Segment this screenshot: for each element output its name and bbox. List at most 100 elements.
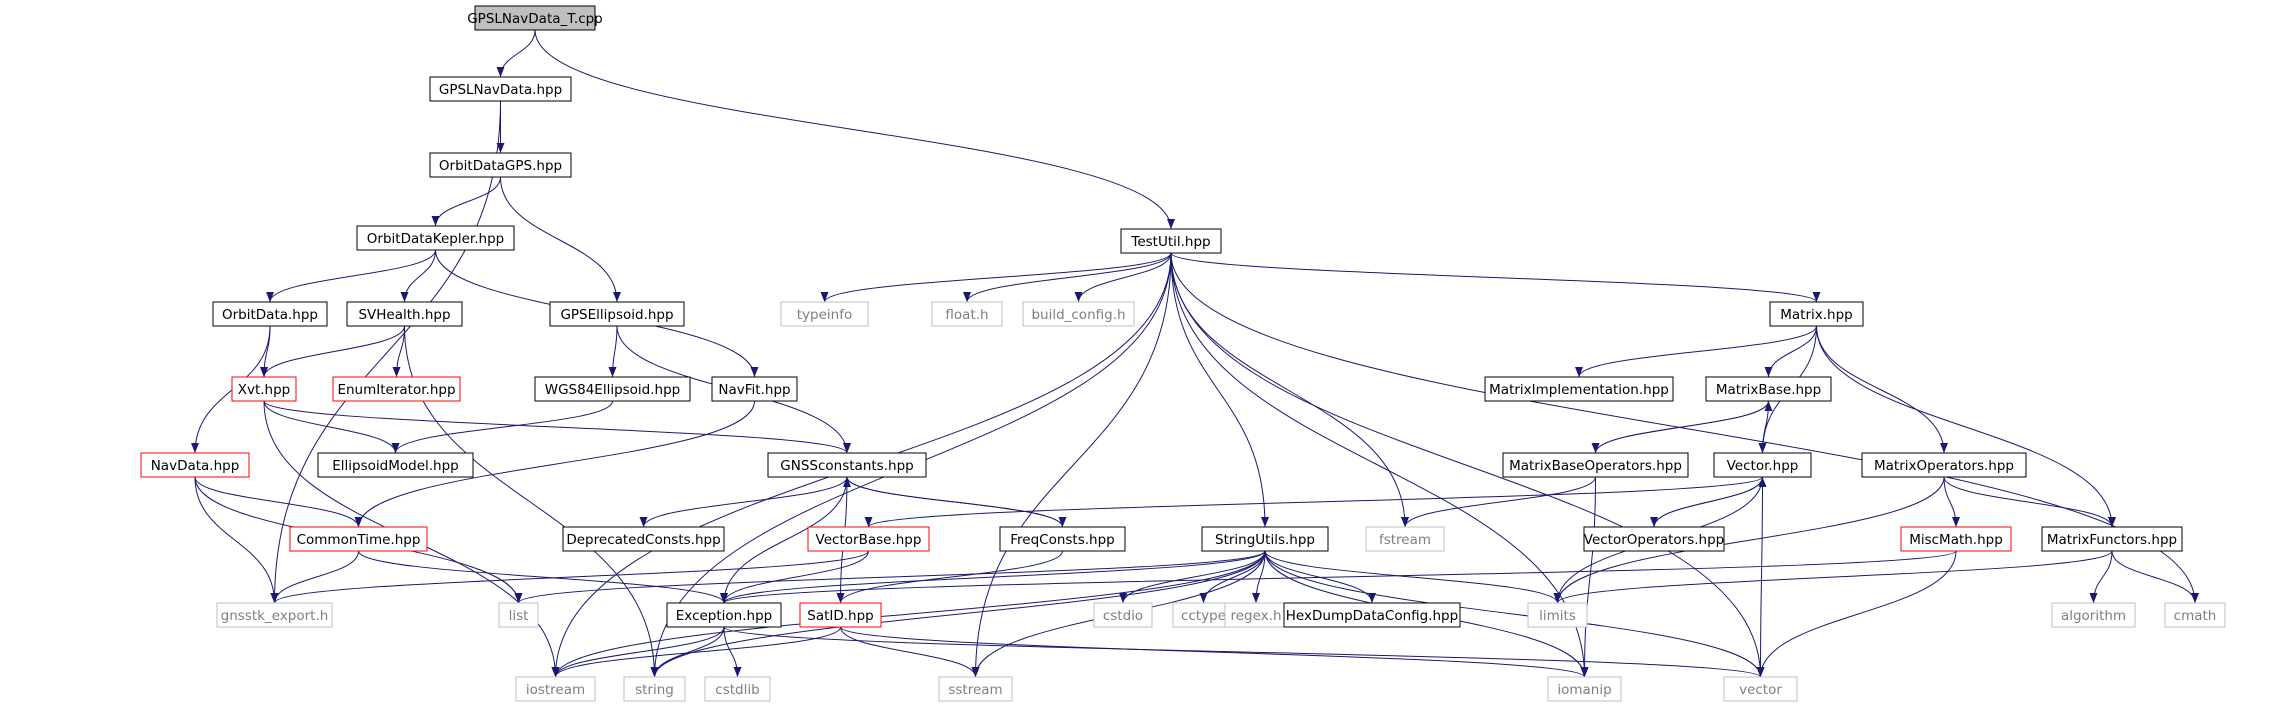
node-label: Xvt.hpp [238,382,291,398]
node-box [1365,526,1445,552]
node-miscmath[interactable]: MiscMath.hpp [1900,526,2012,552]
node-label: VectorOperators.hpp [1584,532,1724,548]
edge-matrixops-to-matrixfunctors [1943,476,2116,528]
node-algorithm: algorithm [2051,602,2136,628]
edge-gpslnavdata-to-gnsstkexport [270,100,501,604]
edge-stringutils-to-limits [1264,550,1562,604]
edge-gnssconstants-to-exception [720,476,848,604]
node-matrix[interactable]: Matrix.hpp [1769,301,1864,327]
node-label: iostream [526,682,585,698]
edge-matrixbaseops-to-fstream [1401,476,1596,528]
node-cctype: cctype [1172,602,1235,628]
node-label: cmath [2174,608,2217,624]
node-enumiterator[interactable]: EnumIterator.hpp [332,376,461,402]
edge-stringutils-to-string [650,550,1266,678]
node-freqconsts[interactable]: FreqConsts.hpp [999,526,1126,552]
node-label: VectorBase.hpp [816,532,922,548]
node-gpsellipsoid[interactable]: GPSEllipsoid.hpp [549,301,685,327]
node-label: cstdio [1103,608,1143,624]
node-xvt[interactable]: Xvt.hpp [231,376,297,402]
node-matriximpl[interactable]: MatrixImplementation.hpp [1484,376,1674,402]
node-box [2051,602,2136,628]
node-box [1120,228,1222,254]
node-box [807,526,930,552]
node-label: build_config.h [1031,307,1125,323]
edge-root-to-gpslnavdata [496,29,536,78]
node-vectorstd: vector [1723,676,1798,702]
node-gpslnavdata[interactable]: GPSLNavData.hpp [429,76,572,102]
node-buildconfig: build_config.h [1022,301,1135,327]
node-ellipsoidmodel[interactable]: EllipsoidModel.hpp [317,452,474,478]
edge-stringutils-to-list [514,550,1266,604]
node-list: list [498,602,539,628]
node-exception[interactable]: Exception.hpp [666,602,782,628]
node-vector[interactable]: Vector.hpp [1713,452,1812,478]
node-label: Exception.hpp [676,608,772,624]
node-box [429,76,572,102]
node-box [1484,376,1674,402]
node-box [549,301,685,327]
node-label: string [635,682,674,698]
edge-matrixbaseops-to-iomanip [1580,476,1596,678]
node-label: gnsstk_export.h [221,608,329,624]
node-box [515,676,596,702]
node-label: MatrixBase.hpp [1716,382,1821,398]
node-commontime[interactable]: CommonTime.hpp [289,526,428,552]
node-navdata[interactable]: NavData.hpp [140,452,250,478]
node-box [780,301,869,327]
node-testutil[interactable]: TestUtil.hpp [1120,228,1222,254]
edge-stringutils-to-cstdio [1119,550,1266,604]
node-matrixfunctors[interactable]: MatrixFunctors.hpp [2041,526,2183,552]
node-orbitdata[interactable]: OrbitData.hpp [212,301,328,327]
node-label: GPSLNavData.hpp [439,82,562,98]
node-satid[interactable]: SatID.hpp [799,602,882,628]
node-box [429,152,572,178]
edge-navdata-to-gnsstkexport [194,476,279,604]
node-vectorops[interactable]: VectorOperators.hpp [1583,526,1725,552]
node-matrixbaseops[interactable]: MatrixBaseOperators.hpp [1502,452,1689,478]
node-label: sstream [948,682,1002,698]
edge-matrix-to-matrixbase [1764,325,1817,378]
node-box [1713,452,1812,478]
node-deprecated[interactable]: DeprecatedConsts.hpp [562,526,725,552]
edge-orbitdatagps-to-orbitdatakepler [431,176,501,227]
node-vectorbase[interactable]: VectorBase.hpp [807,526,930,552]
node-svhealth[interactable]: SVHealth.hpp [346,301,463,327]
node-box [1283,602,1461,628]
node-label: CommonTime.hpp [297,532,421,548]
edge-matrixfunctors-to-cmath [2111,550,2199,604]
edge-stringutils-to-iostream [551,550,1266,678]
node-label: HexDumpDataConfig.hpp [1286,608,1458,624]
node-box [1502,452,1689,478]
edge-vector-to-vectorbase [864,476,1763,528]
edge-orbitdatakepler-to-orbitdata [266,249,436,303]
node-box [332,376,461,402]
node-label: algorithm [2061,608,2126,624]
edge-gpsellipsoid-to-wgs84 [608,325,618,378]
node-box [562,526,725,552]
node-wgs84[interactable]: WGS84Ellipsoid.hpp [534,376,691,402]
edge-root-to-testutil [534,29,1175,230]
node-stringutils[interactable]: StringUtils.hpp [1201,526,1329,552]
node-fstream: fstream [1365,526,1445,552]
edge-orbitdatakepler-to-svhealth [400,249,436,303]
node-label: fstream [1379,532,1431,548]
node-label: FreqConsts.hpp [1010,532,1115,548]
node-navfit[interactable]: NavFit.hpp [711,376,798,402]
edge-matrixbaseops-to-matrixbase [1595,400,1773,454]
node-orbitdatakepler[interactable]: OrbitDataKepler.hpp [356,225,515,251]
edge-matrixops-to-limits [1553,476,1945,604]
node-hexdump[interactable]: HexDumpDataConfig.hpp [1283,602,1461,628]
edge-stringutils-to-regexh [1252,550,1266,604]
node-label: Vector.hpp [1727,458,1799,474]
node-box [212,301,328,327]
node-root[interactable]: GPSLNavData_T.cpp [467,5,603,31]
node-matrixops[interactable]: MatrixOperators.hpp [1861,452,2027,478]
node-matrixbase[interactable]: MatrixBase.hpp [1705,376,1832,402]
node-box [356,225,515,251]
edge-testutil-to-buildconfig [1074,252,1172,303]
edge-testutil-to-fstream [1170,252,1409,528]
edge-matrixfunctors-to-algorithm [2089,550,2113,604]
node-orbitdatagps[interactable]: OrbitDataGPS.hpp [429,152,572,178]
node-gnssconstants[interactable]: GNSSconstants.hpp [767,452,927,478]
